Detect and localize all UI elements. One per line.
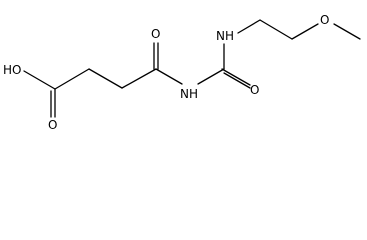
bond-o-ch3 [333,23,361,40]
atom-label-ether-oxygen: O [320,13,329,27]
atom-label-urea-oxygen: O [250,83,259,97]
bond-c1-c2 [54,68,90,90]
bond-c6-c7 [259,19,293,40]
bond-n1-c5 [197,68,225,85]
molecule-structure: HO O O NH O NH O [3,13,361,132]
bond-c4-n1 [155,68,183,85]
atom-label-imide-nitrogen: NH [180,87,198,101]
bond-c3-c4 [121,68,157,89]
bond-c5-o-double-b [223,72,251,89]
bond-ho-c1 [23,70,56,90]
molecule-canvas: HO O O NH O NH O [3,13,361,132]
bond-c5-o-double-a [221,68,251,86]
atom-label-acid-oxygen: O [48,118,57,132]
atom-label-amine-nitrogen: NH [216,29,234,43]
bonds [23,19,361,118]
atom-label-hydroxyl: HO [3,63,21,77]
atom-label-ketone-oxygen: O [151,27,160,41]
bond-n2-c6 [237,19,261,34]
bond-c7-o [291,23,319,40]
atom-labels: HO O O NH O NH O [3,13,329,132]
bond-c2-c3 [88,68,123,89]
